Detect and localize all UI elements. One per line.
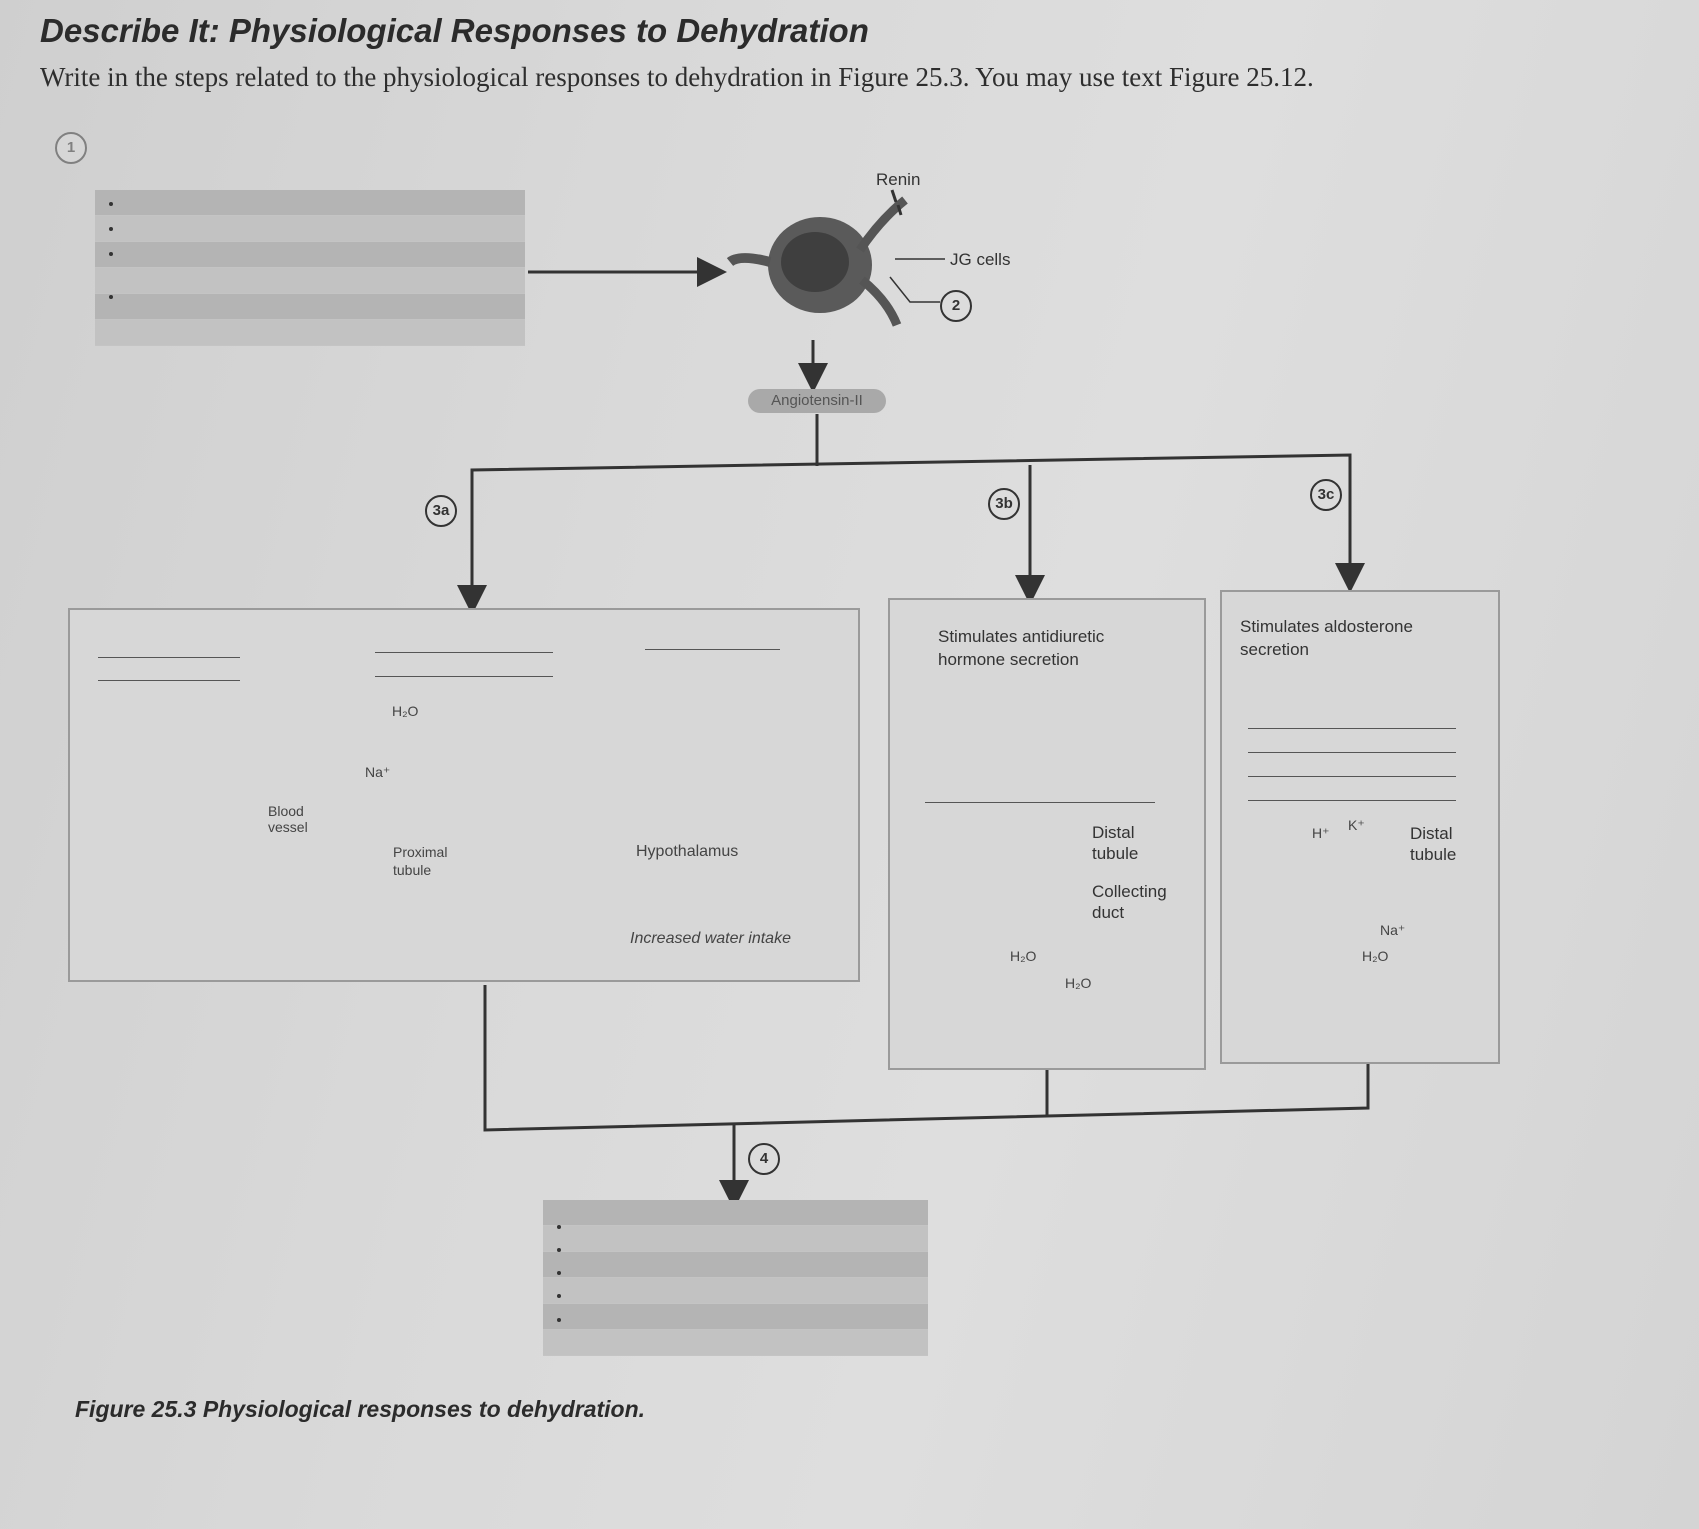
proximal-tubule-label: Proximal tubule — [393, 844, 448, 878]
panel-3c — [1220, 590, 1500, 1064]
h2o-label-3b-2: H₂O — [1065, 975, 1092, 991]
panel-3b-blank[interactable] — [925, 802, 1155, 803]
h2o-label-3a: H₂O — [392, 703, 419, 719]
panel-3c-blank-1[interactable] — [1248, 728, 1456, 729]
increased-water-intake-label: Increased water intake — [630, 930, 791, 947]
panel-3c-heading: Stimulates aldosterone secretion — [1240, 617, 1413, 659]
h2o-label-3c: H₂O — [1362, 948, 1389, 964]
k-label: K⁺ — [1348, 817, 1365, 833]
step-1-marker: 1 — [55, 132, 87, 164]
angiotensin-label[interactable]: Angiotensin-II — [748, 389, 886, 413]
renin-label: Renin — [876, 170, 921, 189]
distal-tubule-label-3b: Distal tubule — [1092, 823, 1139, 863]
step-4-marker: 4 — [748, 1143, 780, 1175]
panel-3c-blank-4[interactable] — [1248, 800, 1456, 801]
jg-cells-label: JG cells — [950, 250, 1011, 269]
step-3b-marker: 3b — [988, 488, 1020, 520]
panel-3a-blank-2[interactable] — [98, 680, 240, 681]
glomerulus-illustration — [726, 189, 908, 327]
step-3a-marker: 3a — [425, 495, 457, 527]
step-4-answer-box[interactable] — [543, 1200, 928, 1356]
step-3c-marker: 3c — [1310, 479, 1342, 511]
h2o-label-3b-1: H₂O — [1010, 948, 1037, 964]
na-label-3c: Na⁺ — [1380, 922, 1406, 938]
panel-3a — [68, 608, 860, 982]
na-label-3a: Na⁺ — [365, 764, 391, 780]
hypothalamus-label: Hypothalamus — [636, 843, 739, 860]
distal-tubule-label-3c: Distal tubule — [1410, 824, 1457, 864]
figure-caption: Figure 25.3 Physiological responses to d… — [75, 1396, 646, 1422]
panel-3b — [888, 598, 1206, 1070]
panel-3c-blank-3[interactable] — [1248, 776, 1456, 777]
panel-3a-blank-4[interactable] — [375, 676, 553, 677]
blood-vessel-label: Blood vessel — [268, 803, 308, 835]
step-1-answer-box[interactable] — [95, 190, 525, 346]
panel-3b-heading: Stimulates antidiuretic hormone secretio… — [938, 627, 1105, 669]
panel-3a-blank-1[interactable] — [98, 657, 240, 658]
panel-3c-blank-2[interactable] — [1248, 752, 1456, 753]
panel-3a-blank-5[interactable] — [645, 649, 780, 650]
collecting-duct-label: Collecting duct — [1092, 882, 1167, 922]
worksheet-instructions: Write in the steps related to the physio… — [40, 62, 1314, 92]
panel-3a-blank-3[interactable] — [375, 652, 553, 653]
worksheet-title: Describe It: Physiological Responses to … — [40, 12, 869, 49]
h-label: H⁺ — [1312, 825, 1330, 841]
step-2-marker: 2 — [940, 290, 972, 322]
